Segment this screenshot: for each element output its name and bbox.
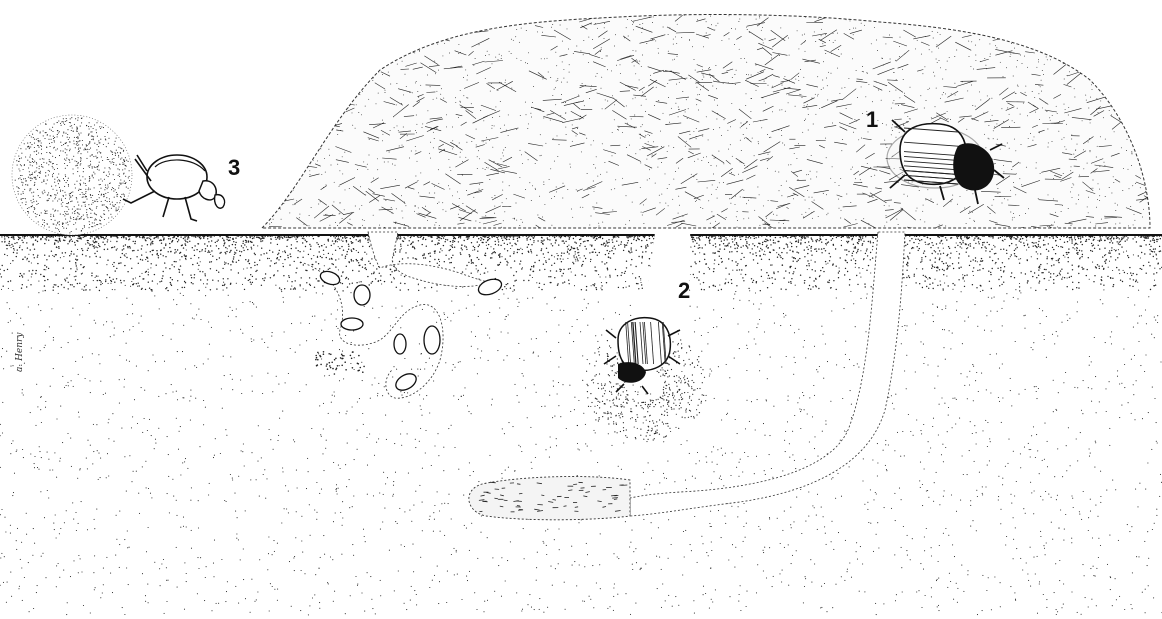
dung-ball — [12, 115, 132, 235]
eggs — [319, 269, 504, 394]
label-beetle-3: 3 — [228, 155, 240, 180]
egg — [394, 334, 406, 354]
egg — [341, 318, 363, 330]
dung-pat — [260, 15, 1162, 242]
beetle-3-elytra-dots — [315, 351, 365, 375]
artist-signature: a. Henry — [15, 332, 25, 372]
egg — [354, 285, 370, 305]
soil — [0, 235, 1162, 615]
brood-chamber — [469, 477, 630, 520]
beetle-2-digging — [582, 318, 705, 441]
soil-texture — [0, 239, 1162, 615]
egg — [424, 326, 440, 354]
soil-surface-band — [0, 235, 1162, 291]
egg — [393, 370, 419, 393]
egg — [476, 276, 503, 297]
egg — [319, 269, 342, 287]
label-beetle-2: 2 — [678, 278, 690, 303]
funnel-tunnel — [368, 232, 492, 286]
label-beetle-1: 1 — [866, 107, 878, 132]
